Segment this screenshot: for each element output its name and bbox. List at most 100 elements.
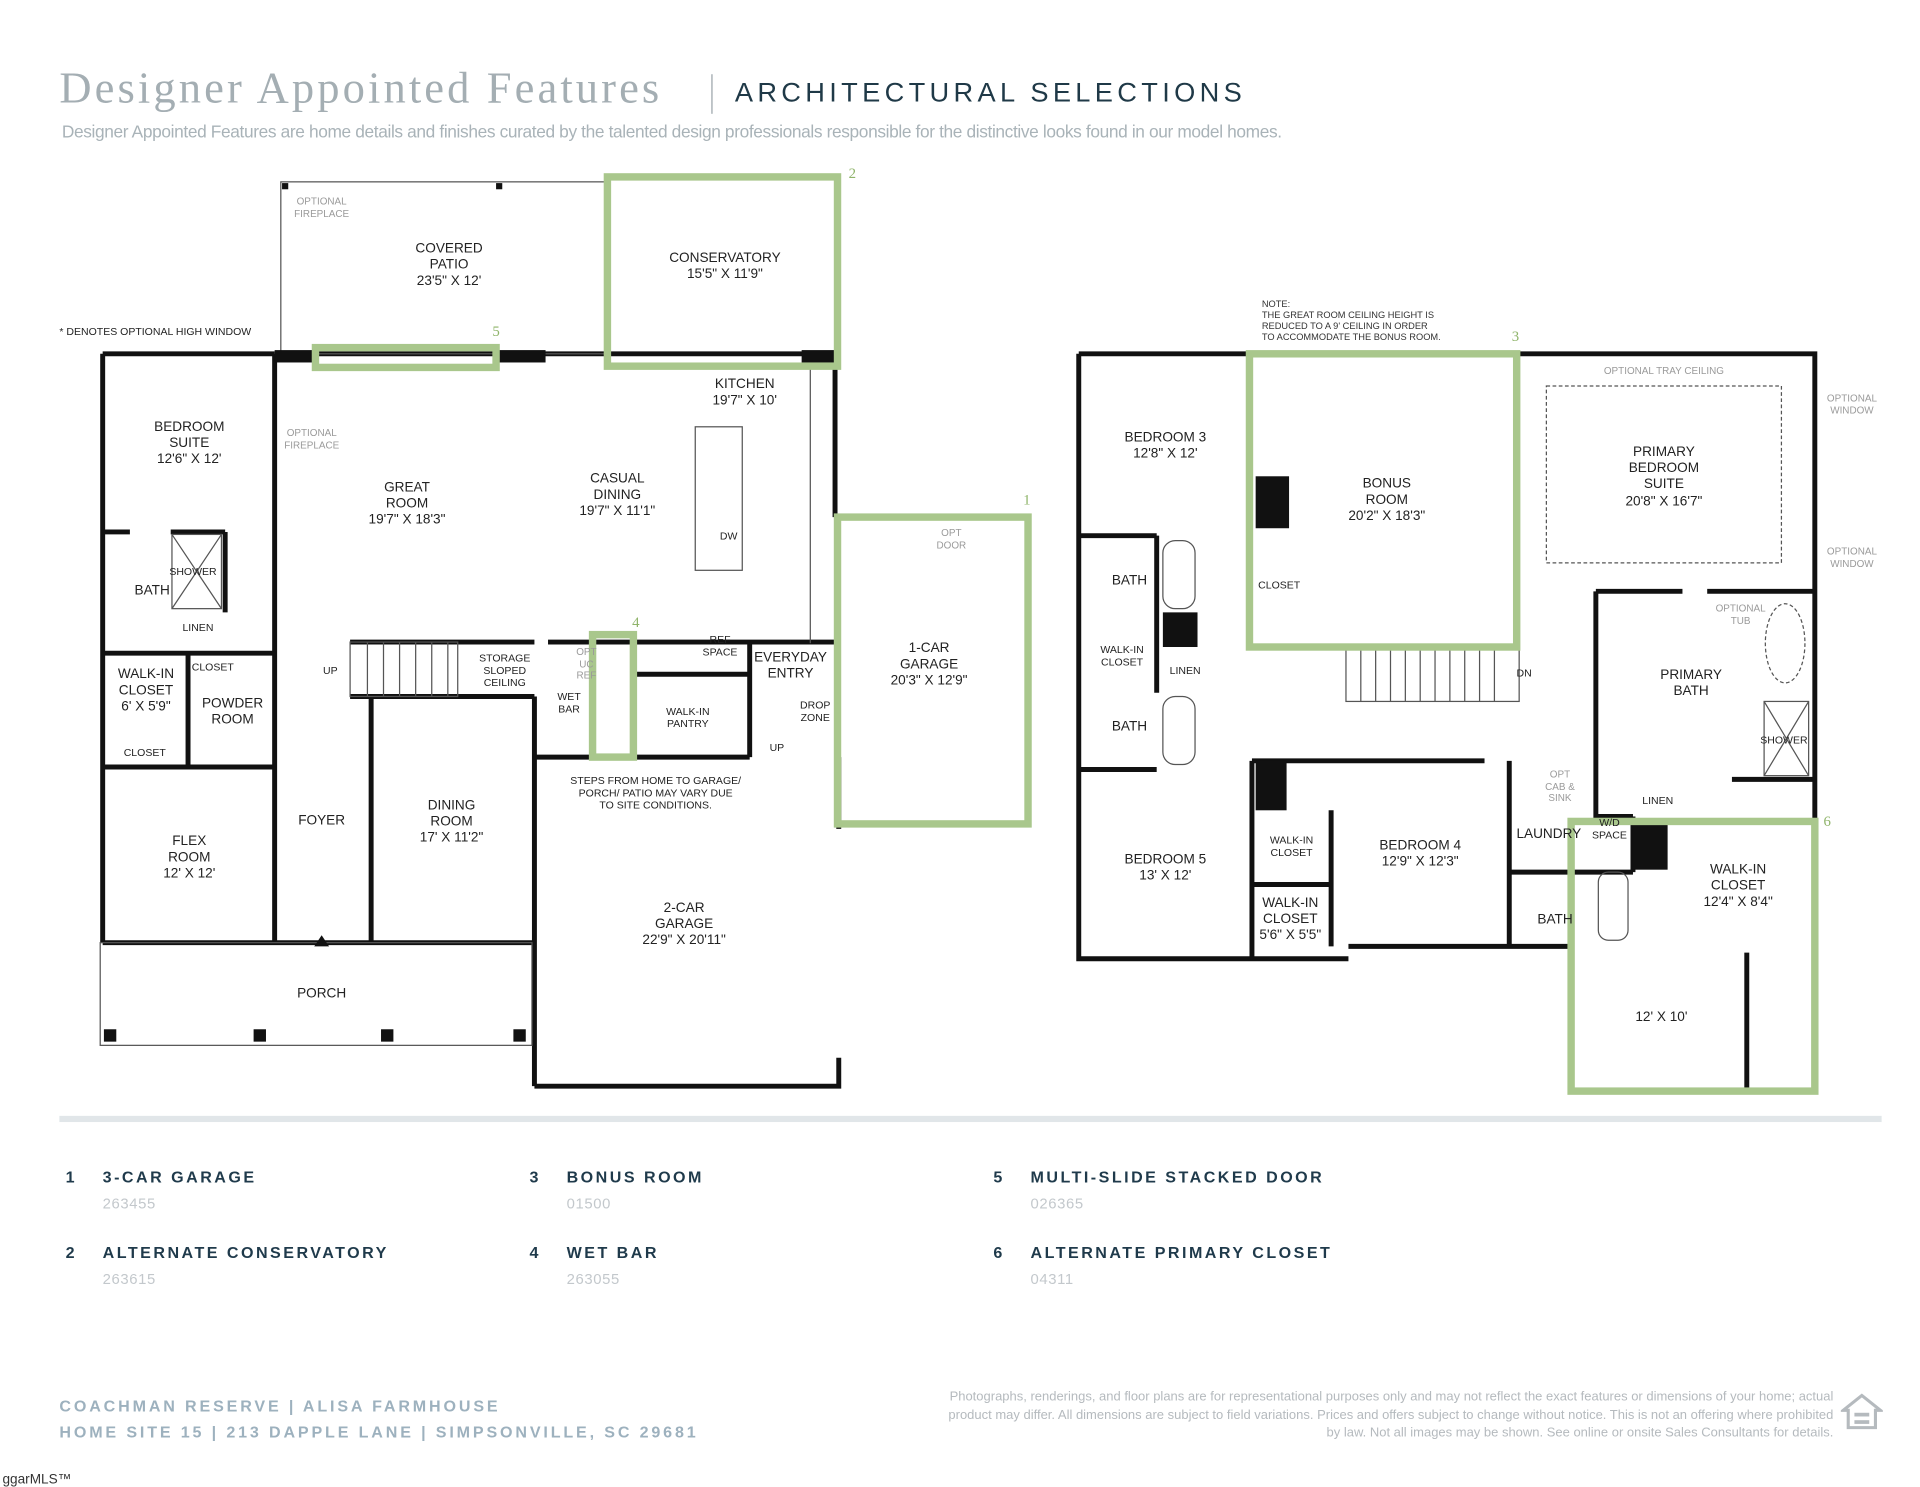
- page-subtitle: ARCHITECTURAL SELECTIONS: [734, 76, 1247, 108]
- legend-number: 6: [993, 1243, 1003, 1262]
- room-label: WALK-IN CLOSET 6' X 5'9": [117, 667, 175, 715]
- plan-note: OPTIONAL FIREPLACE: [284, 427, 340, 451]
- plan-note: OPTIONAL WINDOW: [1826, 546, 1877, 570]
- room-label: CLOSET: [123, 745, 166, 759]
- room-label: BEDROOM 4 12'9" X 12'3": [1379, 838, 1462, 870]
- room-label: DN: [1516, 666, 1532, 680]
- legend-code: 026365: [1030, 1195, 1084, 1213]
- room-label: POWDER ROOM: [201, 696, 264, 728]
- highlight-primary-closet: [1567, 817, 1819, 1095]
- room-label: WALK-IN CLOSET: [1269, 833, 1314, 859]
- room-label: SHOWER: [169, 565, 217, 578]
- legend-number: 2: [65, 1243, 75, 1262]
- room-label: LINEN: [1169, 664, 1201, 677]
- legend-code: 04311: [1030, 1270, 1074, 1288]
- room-label: PRIMARY BATH: [1660, 667, 1722, 699]
- room-label: STEPS FROM HOME TO GARAGE/ PORCH/ PATIO …: [570, 774, 742, 812]
- room-label: DW: [719, 529, 738, 542]
- highlight-multi-slide-door: [311, 343, 500, 372]
- second-floor-thin-lines: [1162, 385, 1806, 941]
- first-floor-posts: [103, 183, 836, 1042]
- intro-text: Designer Appointed Features are home det…: [61, 121, 1282, 142]
- room-label: CLOSET: [191, 660, 234, 673]
- room-label: BEDROOM 5 13' X 12': [1124, 852, 1207, 884]
- selection-highlights: [311, 173, 1819, 1095]
- room-label: FOYER: [298, 813, 346, 829]
- plan-note: OPT UC REF: [576, 646, 597, 682]
- room-label: SHOWER: [1760, 733, 1808, 746]
- room-label: W/D SPACE: [1592, 816, 1627, 842]
- room-label: CONSERVATORY 15'5" X 11'9": [669, 250, 781, 283]
- second-floor-blocks: [1162, 476, 1668, 870]
- selection-marker: 1: [1023, 490, 1031, 509]
- room-label: REF SPACE: [702, 633, 738, 659]
- room-label: STORAGE SLOPED CEILING: [479, 651, 531, 690]
- second-floor-walls: [1076, 351, 1818, 1094]
- highlight-garage: [833, 513, 1032, 828]
- legend-name: WET BAR: [566, 1243, 659, 1262]
- room-label: LAUNDRY: [1516, 826, 1582, 842]
- community-line: COACHMAN RESERVE | ALISA FARMHOUSE: [59, 1396, 501, 1416]
- room-label: BATH: [134, 583, 170, 599]
- room-label: 2-CAR GARAGE 22'9" X 20'11": [642, 900, 726, 949]
- room-label: BEDROOM 3 12'8" X 12': [1124, 430, 1207, 462]
- room-label: DROP ZONE: [800, 698, 831, 724]
- plan-note: OPTIONAL FIREPLACE: [294, 195, 350, 219]
- legend-name: 3-CAR GARAGE: [102, 1167, 257, 1187]
- title-divider: [711, 74, 713, 114]
- room-label: CASUAL DINING 19'7" X 11'1": [579, 471, 656, 520]
- equal-housing-opportunity-icon: [1840, 1393, 1883, 1430]
- page-title: Designer Appointed Features: [59, 63, 663, 113]
- legend-number: 3: [529, 1167, 539, 1187]
- room-label: 1-CAR GARAGE 20'3" X 12'9": [890, 641, 968, 689]
- plan-note: OPT DOOR: [936, 527, 967, 551]
- mls-watermark: ggarMLS™: [2, 1472, 72, 1487]
- legend-code: 01500: [566, 1195, 611, 1213]
- selection-marker: 2: [848, 164, 857, 182]
- plan-note: OPTIONAL TUB: [1715, 602, 1766, 626]
- plan-note: OPTIONAL WINDOW: [1826, 392, 1877, 416]
- address-line: HOME SITE 15 | 213 DAPPLE LANE | SIMPSON…: [59, 1422, 699, 1442]
- room-label: LINEN: [182, 620, 214, 634]
- highlight-wet-bar: [588, 630, 638, 761]
- legend-code: 263055: [566, 1270, 620, 1288]
- legend-name: ALTERNATE PRIMARY CLOSET: [1030, 1243, 1333, 1262]
- highlight-bonus-room: [1245, 350, 1521, 651]
- selection-marker: 6: [1823, 812, 1831, 830]
- room-label: EVERYDAY ENTRY: [754, 650, 827, 682]
- high-window-note: * DENOTES OPTIONAL HIGH WINDOW: [59, 325, 252, 338]
- selection-marker: 4: [632, 613, 640, 631]
- room-label: PORCH: [297, 986, 347, 1002]
- legend-name: BONUS ROOM: [566, 1167, 704, 1187]
- disclaimer: Photographs, renderings, and floor plans…: [948, 1389, 1834, 1440]
- room-label: WALK-IN CLOSET: [1100, 643, 1144, 669]
- room-label: 12' X 10': [1635, 1009, 1688, 1025]
- legend-name: ALTERNATE CONSERVATORY: [102, 1243, 389, 1262]
- room-label: UP: [769, 740, 785, 754]
- room-label: BEDROOM SUITE 12'6" X 12': [154, 419, 225, 468]
- room-label: UP: [322, 664, 338, 677]
- room-label: LINEN: [1642, 794, 1674, 807]
- room-label: GREAT ROOM 19'7" X 18'3": [368, 480, 446, 528]
- plan-note: OPTIONAL TRAY CEILING: [1603, 365, 1724, 377]
- plan-note: OPT CAB & SINK: [1545, 768, 1575, 804]
- legend-number: 5: [993, 1167, 1003, 1187]
- room-label: WALK-IN CLOSET 5'6" X 5'5": [1259, 895, 1322, 944]
- room-label: BATH: [1111, 719, 1148, 735]
- selection-marker: 3: [1511, 327, 1520, 345]
- legend-code: 263455: [102, 1195, 156, 1213]
- highlight-conservatory: [603, 173, 842, 370]
- room-label: COVERED PATIO 23'5" X 12': [415, 241, 483, 289]
- bonus-room-note: NOTE: THE GREAT ROOM CEILING HEIGHT IS R…: [1261, 298, 1441, 343]
- legend-name: MULTI-SLIDE STACKED DOOR: [1030, 1167, 1325, 1187]
- room-label: FLEX ROOM 12' X 12': [163, 834, 216, 882]
- room-label: WALK-IN CLOSET 12'4" X 8'4": [1703, 862, 1773, 911]
- legend-code: 263615: [102, 1270, 156, 1288]
- room-label: WALK-IN PANTRY: [666, 704, 710, 730]
- room-label: BATH: [1537, 912, 1573, 928]
- section-divider: [59, 1115, 1882, 1123]
- room-label: PRIMARY BEDROOM SUITE 20'8" X 16'7": [1625, 444, 1703, 509]
- room-label: KITCHEN 19'7" X 10': [712, 377, 777, 409]
- floor-plans: [99, 173, 1819, 1095]
